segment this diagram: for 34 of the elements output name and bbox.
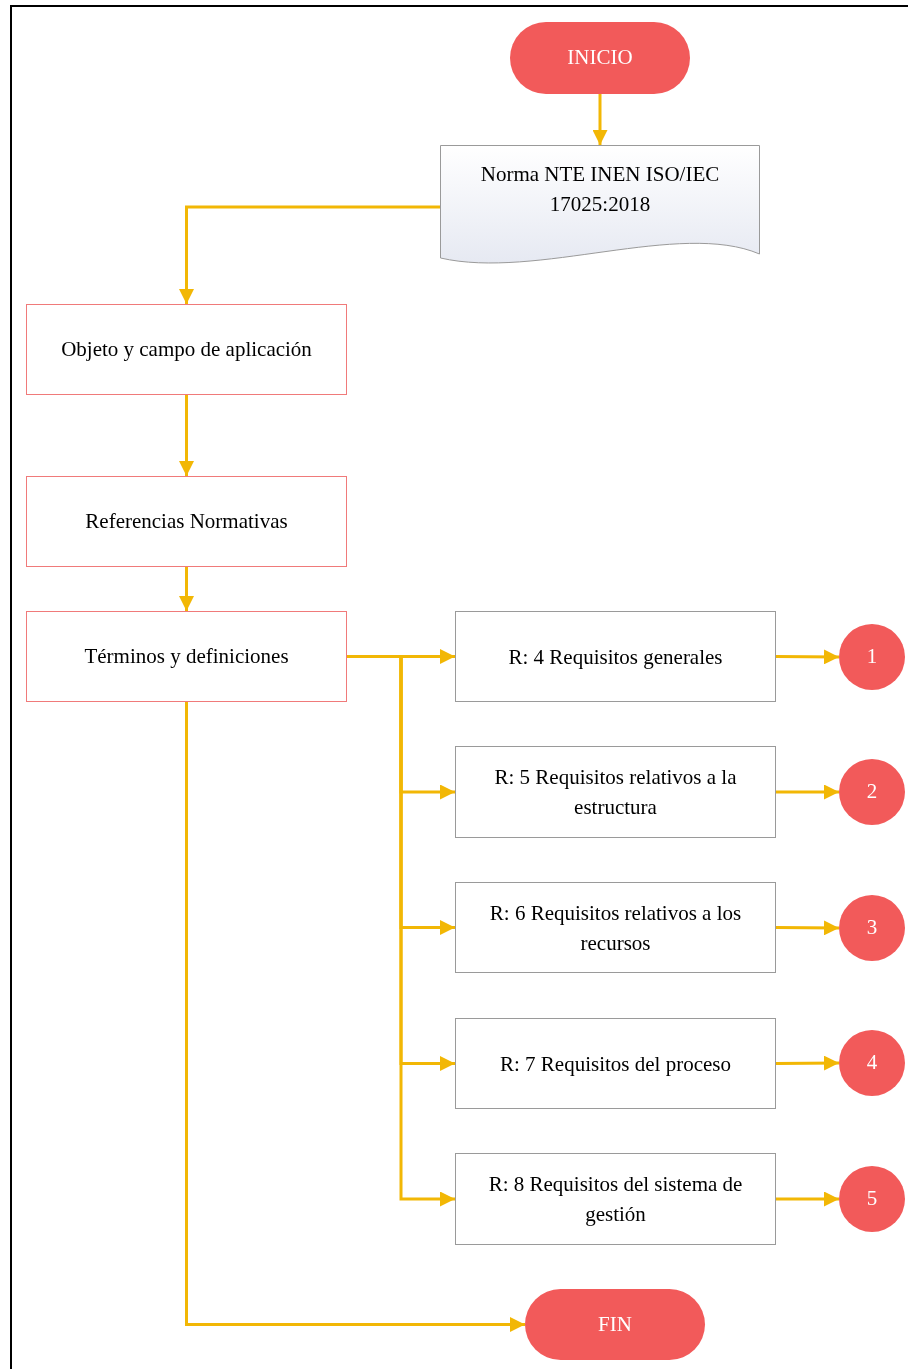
node-label: FIN <box>598 1310 632 1338</box>
arrow <box>776 920 839 936</box>
node-label: 4 <box>866 1049 878 1077</box>
arrow <box>592 94 608 145</box>
arrow <box>179 205 440 304</box>
arrow <box>179 567 194 611</box>
node-label: Términos y definiciones <box>84 642 289 670</box>
process-box <box>455 1018 776 1109</box>
process-box <box>26 304 347 395</box>
node-label: 5 <box>866 1185 878 1213</box>
node-label: R: 7 Requisitos del proceso <box>500 1050 731 1078</box>
node-label: R: 5 Requisitos relativos a la estructura <box>493 764 738 821</box>
node-label: 3 <box>866 914 878 942</box>
node-label: 2 <box>866 778 878 806</box>
node-label: R: 8 Requisitos del sistema de gestión <box>487 1171 744 1228</box>
node-label: 1 <box>866 643 878 671</box>
process-box <box>455 746 776 838</box>
process-box <box>455 882 776 973</box>
node-label: Referencias Normativas <box>85 507 288 535</box>
arrow <box>185 702 525 1332</box>
node-label: INICIO <box>567 44 633 72</box>
process-box <box>26 476 347 567</box>
process-box <box>455 1153 776 1245</box>
arrow <box>179 395 194 476</box>
process-box <box>26 611 347 702</box>
node-label: R: 4 Requisitos generales <box>508 643 723 671</box>
arrow <box>776 649 839 665</box>
node-label: Objeto y campo de aplicación <box>61 335 312 363</box>
arrow <box>776 1055 839 1071</box>
process-box <box>455 611 776 702</box>
node-label: Norma NTE INEN ISO/IEC 17025:2018 <box>480 162 720 216</box>
arrow <box>776 1191 839 1207</box>
node-label: R: 6 Requisitos relativos a los recursos <box>488 899 743 957</box>
arrow <box>776 784 839 800</box>
